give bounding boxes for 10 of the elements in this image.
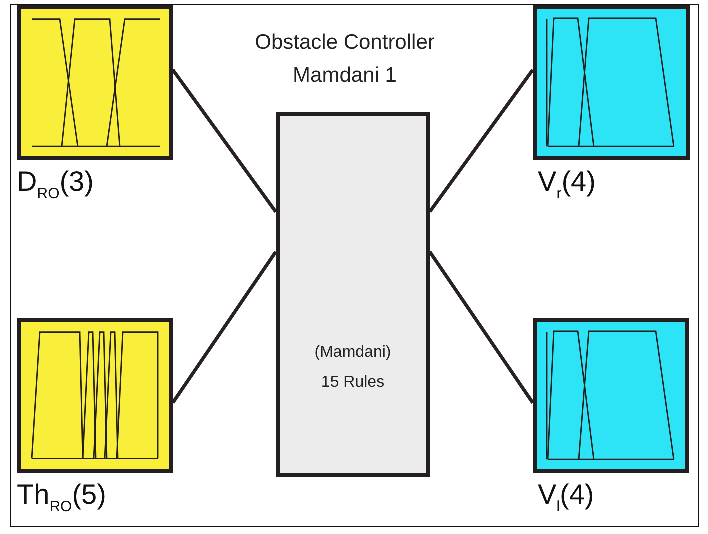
variable-label: D$_{RO}$(3) [17, 168, 94, 202]
variable-label: V$_{r}$(4) [538, 168, 596, 202]
connector-line [172, 68, 278, 214]
rule-count-text: (Mamdani) 15 Rules [314, 343, 392, 393]
variable-label: V$_{l}$(4) [538, 481, 594, 514]
connector-line [428, 68, 534, 214]
variable-label: Th$_{RO}$(5) [17, 481, 106, 514]
connector-line [172, 251, 278, 404]
connector-line [428, 251, 534, 404]
diagram-title: Obstacle Controller Mamdani 1 [254, 30, 436, 89]
